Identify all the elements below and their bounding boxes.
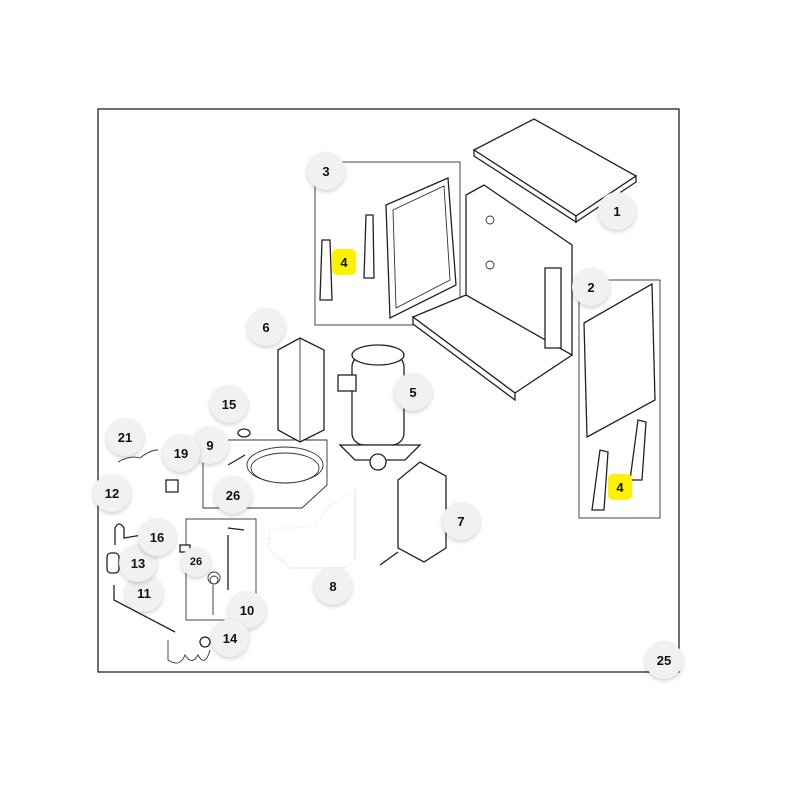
part-1-top-cover [472, 118, 638, 224]
part-11-pipe [113, 585, 176, 633]
callout-4-highlighted[interactable]: 4 [332, 249, 356, 275]
part-3-side-panel [385, 177, 457, 320]
part-15-grommet [237, 428, 251, 438]
diagram-frame [97, 108, 680, 673]
group-box-9 [202, 439, 328, 509]
part-9-coil-assembly [227, 446, 324, 484]
part-7-heat-exchanger [379, 461, 447, 566]
callout-26-small[interactable]: 26 [181, 547, 211, 577]
callout-16[interactable]: 16 [138, 518, 176, 556]
part-14-pressure-switch [167, 640, 211, 664]
group-box-2 [578, 279, 661, 519]
group-box-3 [314, 161, 461, 326]
part-13-filter [106, 552, 120, 574]
part-10-capillary [207, 527, 245, 615]
part-5-compressor [337, 344, 422, 471]
callout-11[interactable]: 11 [125, 574, 163, 612]
callout-14[interactable]: 14 [211, 619, 249, 657]
part-4-straps [319, 214, 647, 511]
callout-19[interactable]: 19 [162, 434, 200, 472]
callout-4-highlighted-right[interactable]: 4 [608, 474, 632, 500]
callout-7[interactable]: 7 [442, 502, 480, 540]
part-21-wire [117, 449, 159, 463]
callout-12[interactable]: 12 [93, 474, 131, 512]
callout-26[interactable]: 26 [214, 476, 252, 514]
part-6-heat-exchanger [277, 337, 325, 443]
part-19-sensor [165, 479, 179, 493]
callout-6[interactable]: 6 [247, 308, 285, 346]
callout-5[interactable]: 5 [394, 373, 432, 411]
part-2-cabinet-frame [411, 184, 574, 402]
part-12-pipe [114, 523, 143, 545]
callout-21[interactable]: 21 [106, 418, 144, 456]
callout-3[interactable]: 3 [307, 152, 345, 190]
part-2-side-panel [583, 282, 656, 439]
callout-8[interactable]: 8 [314, 567, 352, 605]
callout-15[interactable]: 15 [210, 385, 248, 423]
callout-1[interactable]: 1 [598, 192, 636, 230]
callout-2[interactable]: 2 [572, 268, 610, 306]
callout-25[interactable]: 25 [645, 641, 683, 679]
